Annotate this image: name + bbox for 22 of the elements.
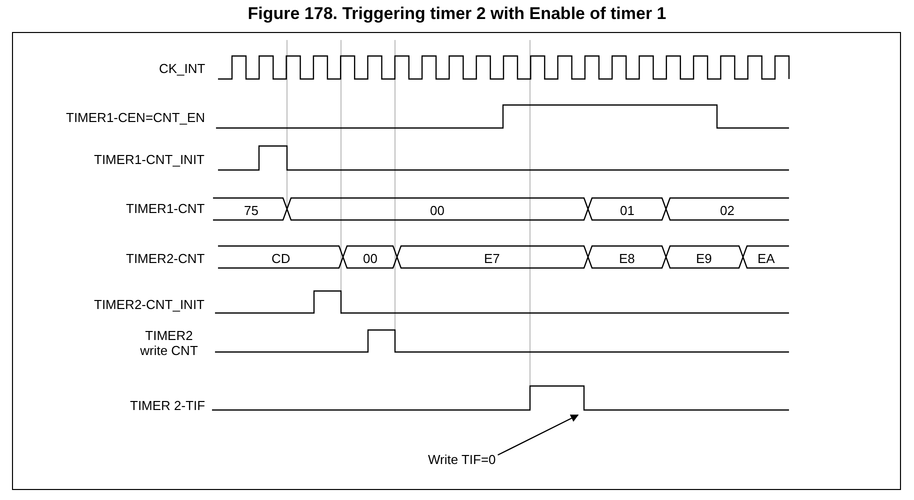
bus-value: 00 [363,251,378,266]
bus-value: 75 [244,203,258,218]
bus-value: 00 [430,203,444,218]
signal-name: TIMER1-CNT [126,201,205,216]
bus-value: E9 [696,251,712,266]
signal-name: TIMER2-CNT_INIT [94,297,204,312]
bus-value: 02 [720,203,734,218]
signal-name: TIMER2-CNT [126,251,205,266]
signal-name: CK_INT [159,61,206,76]
bus-value: E7 [484,251,500,266]
bus-value: EA [758,251,775,266]
figure-title: Figure 178. Triggering timer 2 with Enable of timer 1 [246,4,668,24]
annotation-text: Write TIF=0 [428,452,496,467]
pulse-waveform [212,385,789,411]
signal-name: TIMER1-CNT_INIT [94,152,204,167]
bus-value: CD [272,251,290,266]
signal-name: TIMER1-CEN=CNT_EN [66,110,206,125]
leader-arrow [498,414,579,456]
bus-value: E8 [619,251,635,266]
bus-value: 01 [620,203,634,218]
signal-name: TIMER 2-TIF [130,398,206,413]
signal-name: TIMER2 write CNT [139,328,199,358]
